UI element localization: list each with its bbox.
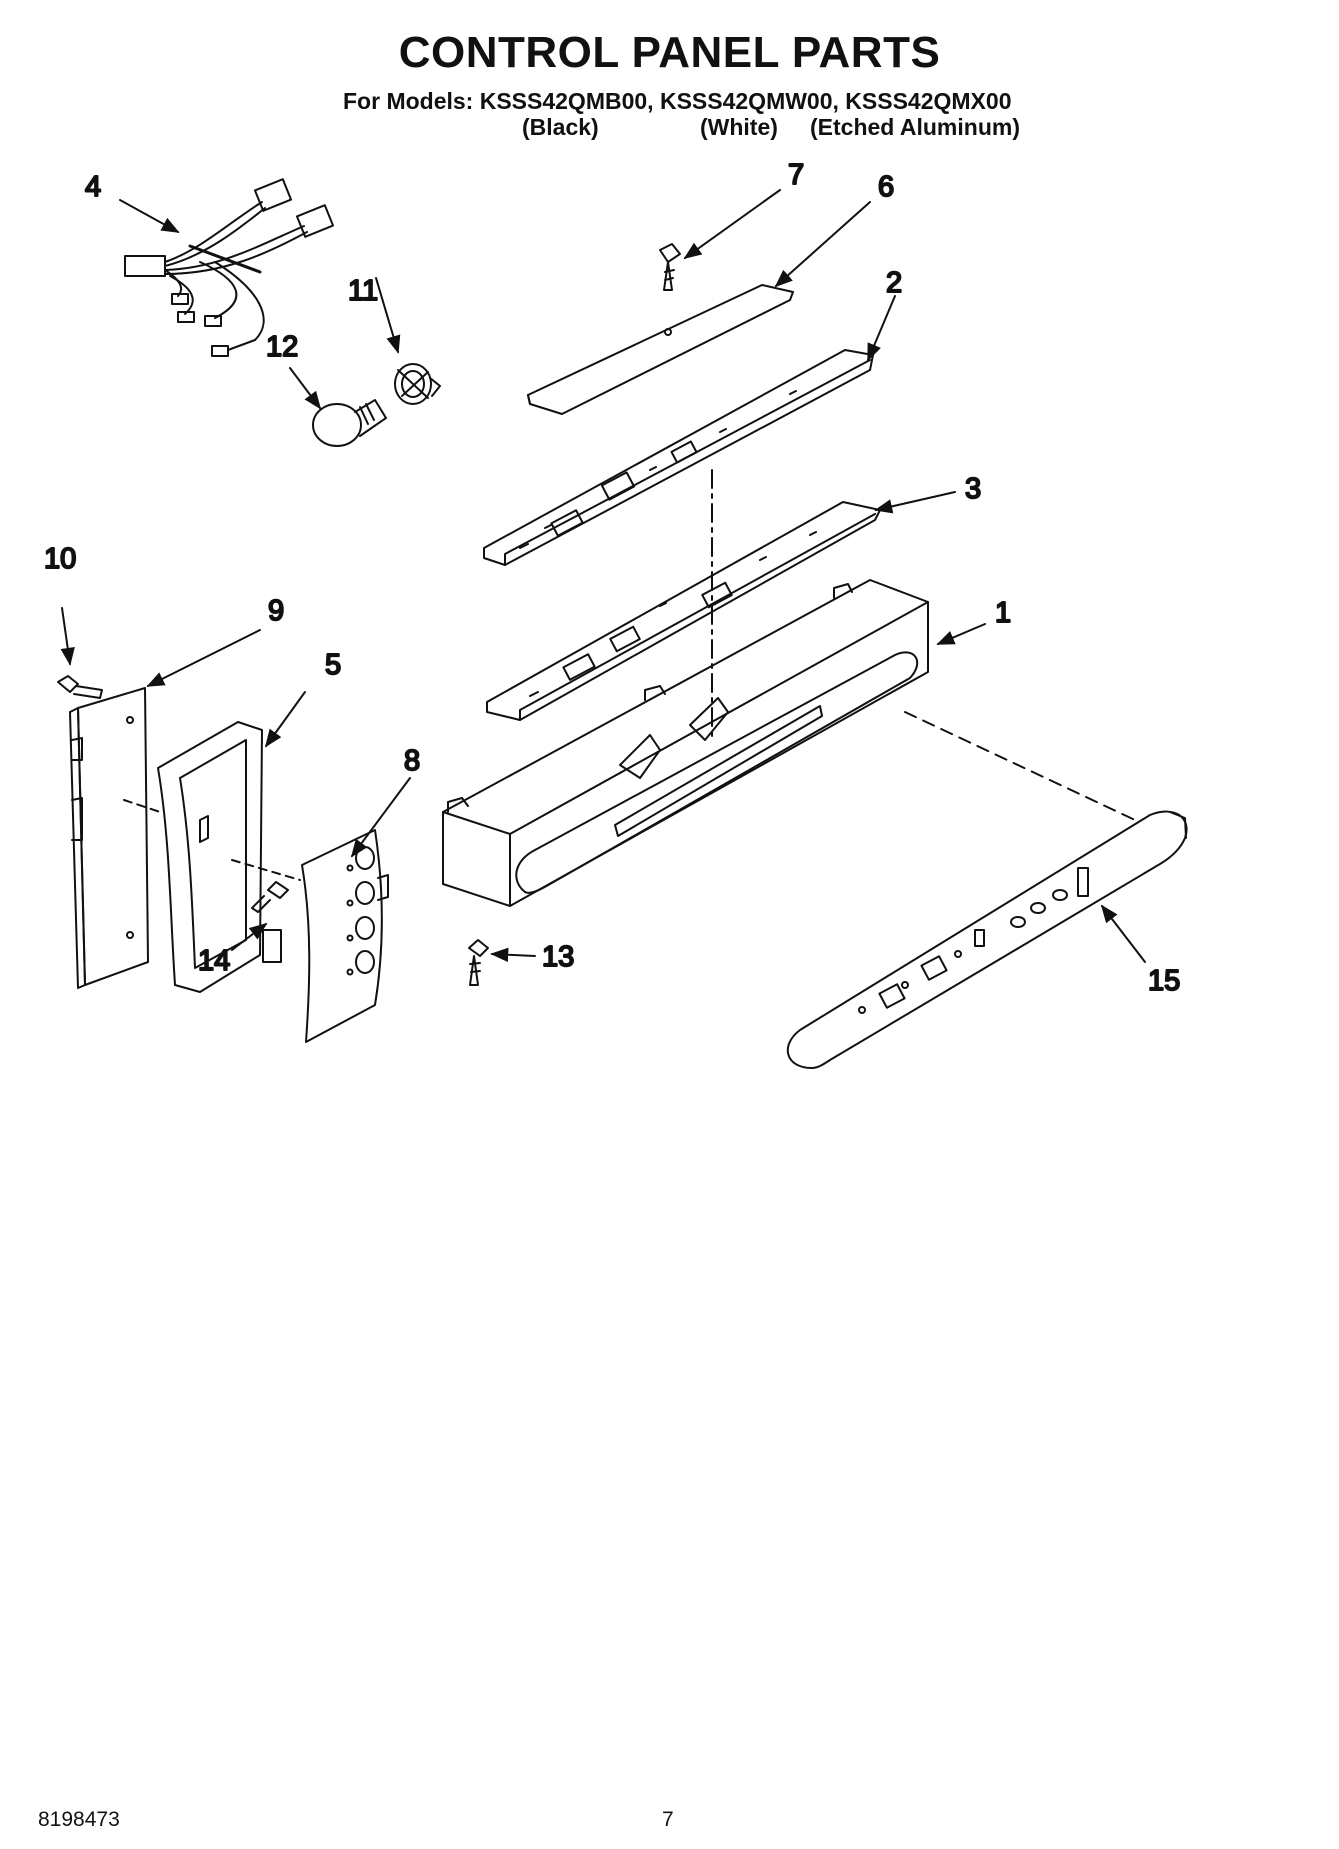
callout-2: 2 [886,267,902,299]
callout-7: 7 [788,159,804,191]
switch-panel-part [262,829,389,1043]
variant-etched-aluminum: (Etched Aluminum) [810,114,1020,140]
screw-part-14 [251,881,289,913]
callout-14: 14 [198,945,230,977]
dispenser-bezel-part [157,721,263,993]
page-title: CONTROL PANEL PARTS [398,28,941,77]
callout-4: 4 [85,171,101,203]
callout-10: 10 [44,543,76,575]
callout-1: 1 [995,597,1011,629]
dispenser-board-part [69,687,149,989]
control-housing-part [442,579,929,907]
light-bulb-part [312,399,387,447]
alignment-line [231,859,301,881]
screw-part-13 [468,939,489,986]
screw-part-7 [659,243,681,291]
callout-6: 6 [878,171,894,203]
callout-9: 9 [268,595,284,627]
keypad-board-part [486,501,881,721]
screw-part-10 [57,675,103,699]
callout-12: 12 [266,331,298,363]
front-trim-part [786,810,1188,1069]
cover-plate-part [527,284,794,415]
control-board-part [483,349,874,566]
page-number: 7 [662,1808,674,1831]
alignment-line [904,711,1136,821]
callout-5: 5 [325,649,341,681]
variant-white: (White) [700,114,778,140]
models-line: For Models: KSSS42QMB00, KSSS42QMW00, KS… [343,88,1012,114]
callout-13: 13 [542,941,574,973]
callout-15: 15 [1148,965,1180,997]
alignment-line [123,799,161,813]
wire-harness-part [124,178,335,357]
document-number: 8198473 [38,1808,120,1831]
callout-leaders [60,189,1146,963]
callout-3: 3 [965,473,981,505]
lamp-socket-part [394,363,441,405]
callout-11: 11 [348,275,378,307]
callout-8: 8 [404,745,420,777]
variant-black: (Black) [522,114,599,140]
